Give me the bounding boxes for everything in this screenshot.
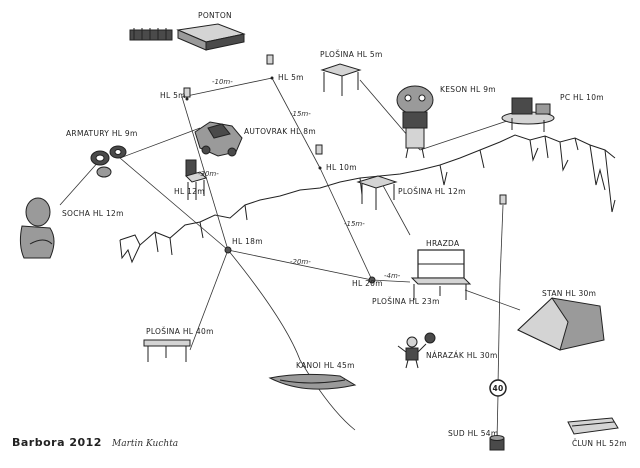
author-signature: Martin Kuchta [111,439,178,449]
label-plosina-12m: PLOŠINA HL 12m [398,187,466,196]
label-armatury: ARMATURY HL 9m [66,129,138,138]
clun-boat-icon [567,417,619,435]
armatury-icon [90,145,127,178]
label-hl18: HL 18m [232,237,263,246]
pc-icon [501,97,555,132]
buoy-hl10 [315,144,323,170]
kanoi-boat-icon [268,373,357,390]
label-pc: PC HL 10m [560,93,604,102]
label-narazak: NÁRAZÁK HL 30m [426,351,498,360]
socha-statue-icon [19,197,55,259]
label-hl5-right: HL 5m [278,73,304,82]
label-hl12: HL 12m [174,187,205,196]
buoy-hl5-right [266,54,274,80]
label-hl5-left: HL 5m [160,91,186,100]
label-autovrak: AUTOVRAK HL 8m [244,127,316,136]
label-hl20: HL 20m [352,279,383,288]
buoy-hl5-left [183,87,191,101]
junction-hl20 [368,276,376,284]
hrazda-chair-icon [410,249,472,300]
label-sud: SUD HL 54m [448,429,498,438]
label-plosina-40m: PLOŠINA HL 40m [146,327,214,336]
map-title: Barbora 2012 [12,436,102,449]
buoy-stan [499,194,507,205]
plosina-40m-table-icon [143,339,191,362]
chair-hl12-icon [185,159,207,200]
narazak-figure-icon [397,332,436,369]
distance-15m-upper: -15m- [290,110,311,118]
keson-icon [396,85,434,159]
distance-10m: -10m- [212,78,233,86]
label-plosina-5m: PLOŠINA HL 5m [320,50,383,59]
guide-ropes [59,77,521,441]
distance-15m-lower: -15m- [344,220,365,228]
speed-sign-icon: 40 [489,379,507,397]
stan-tent-icon [517,297,605,351]
sign-number: 40 [492,384,503,393]
sud-barrel-icon [489,435,505,451]
plosina-5m-table-icon [320,63,362,96]
label-keson: KESON HL 9m [440,85,496,94]
autovrak-icon [194,121,243,157]
label-ponton: PONTON [198,11,232,20]
plosina-12m-table-icon [356,175,398,210]
distance-20m: -20m- [290,258,311,266]
label-hl10: HL 10m [326,163,357,172]
distance-30m: -30m- [198,170,219,178]
distance-4m: -4m- [384,272,401,280]
label-hrazda: HRAZDA [426,239,460,248]
ponton-icon [129,23,246,51]
label-stan: STAN HL 30m [542,289,596,298]
label-plosina-23m: PLOŠINA HL 23m [372,297,440,306]
cliff-face [119,135,616,264]
label-kanoi: KANOI HL 45m [296,361,355,370]
junction-hl18 [224,246,232,254]
label-clun: ČLUN HL 52m [572,439,627,448]
label-socha: SOCHA HL 12m [62,209,124,218]
